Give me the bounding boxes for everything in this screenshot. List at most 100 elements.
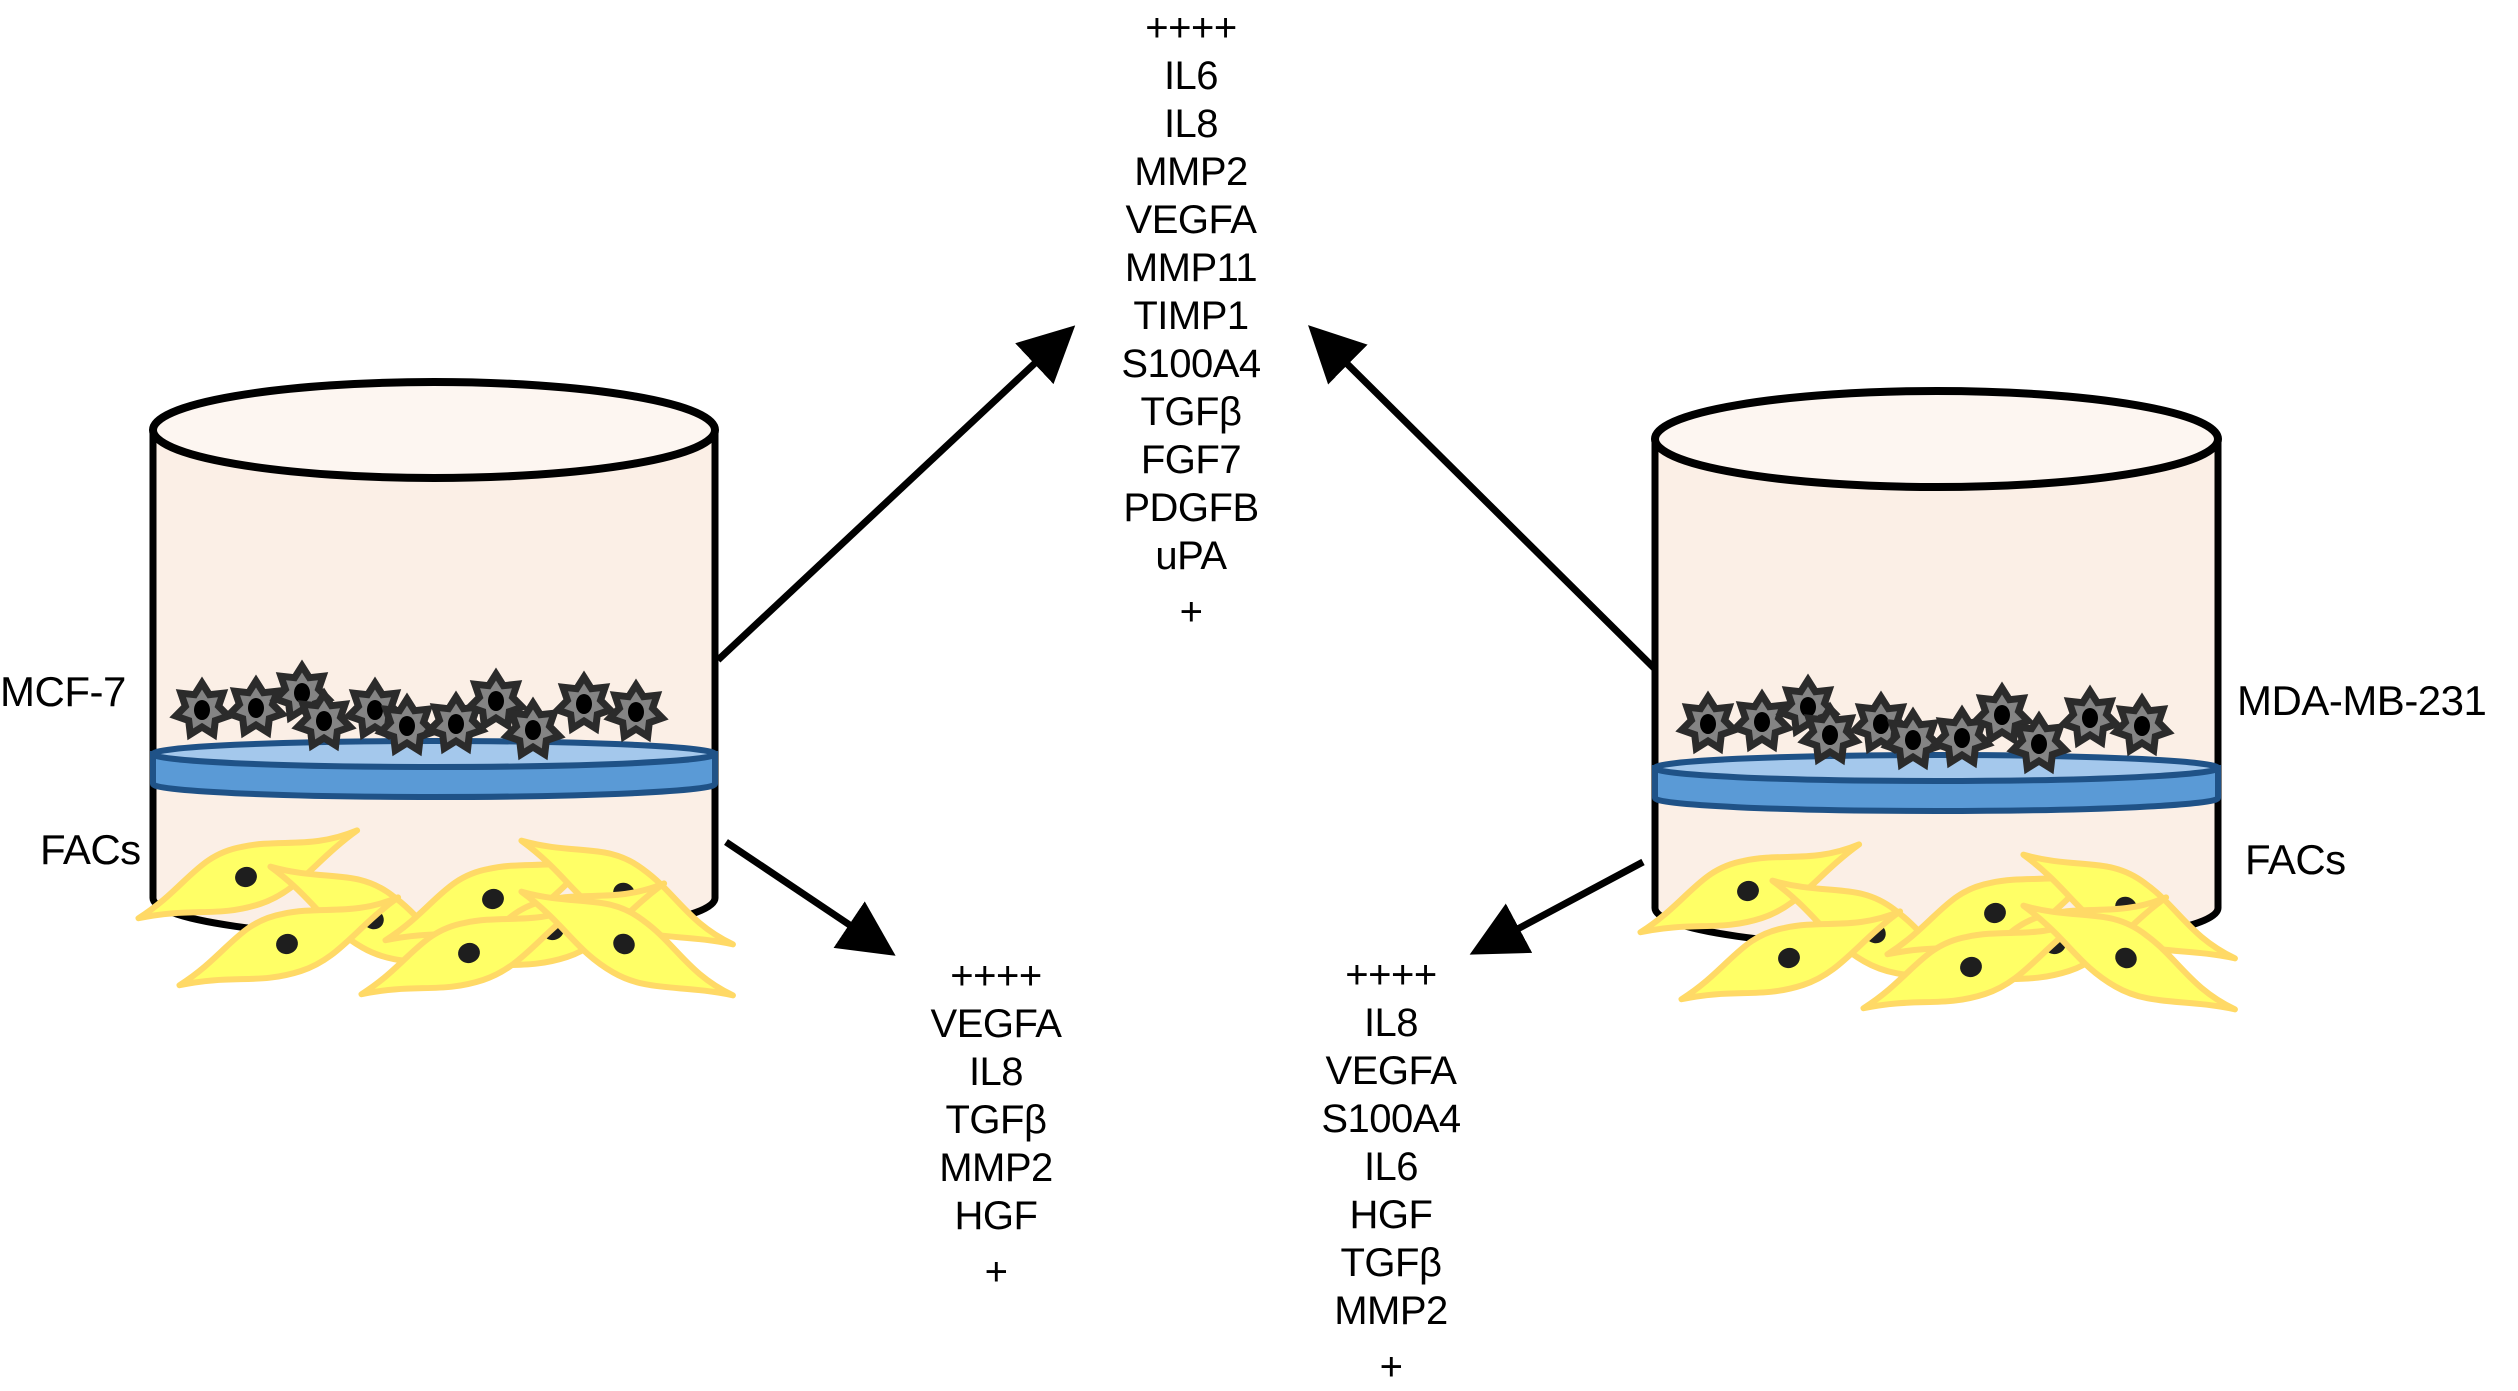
cancer-cell-icon xyxy=(603,678,669,743)
cancer-cell-icon xyxy=(1797,701,1863,766)
stromal-label-facs-left: FACs xyxy=(40,826,141,873)
cancer-cell-layer xyxy=(169,659,669,761)
fibroblast-icon xyxy=(1678,908,1904,1003)
gene-list-footer: + xyxy=(984,1250,1008,1294)
cancer-cell-icon xyxy=(291,687,357,752)
cancer-cell-icon xyxy=(1729,688,1795,753)
nucleus xyxy=(1754,712,1770,732)
gene-item: TGFβ xyxy=(1140,390,1243,434)
cancer-cell-icon xyxy=(1880,706,1946,771)
fibroblast-icon xyxy=(518,888,736,999)
gene-item: TGFβ xyxy=(945,1098,1048,1142)
gene-list-header: ++++ xyxy=(1145,6,1237,50)
gene-item: VEGFA xyxy=(930,1002,1062,1046)
nucleus xyxy=(1960,956,1982,978)
nucleus xyxy=(2134,716,2150,736)
gene-item: IL8 xyxy=(1363,1001,1419,1045)
nucleus xyxy=(367,700,383,720)
nucleus xyxy=(316,711,332,731)
gene-item: S100A4 xyxy=(1121,342,1261,386)
cancer-cell-icon xyxy=(374,692,440,757)
cancer-cell-icon xyxy=(2109,692,2175,757)
culture-well-icon-mcf7 xyxy=(135,378,736,999)
nucleus xyxy=(488,691,504,711)
gene-item: MMP11 xyxy=(1124,246,1258,290)
gene-item: PDGFB xyxy=(1123,486,1259,530)
arrow-icon-facs-mcf7-to-secretome xyxy=(724,839,896,956)
nucleus xyxy=(448,714,464,734)
culture-well-icon-mdamb231 xyxy=(1637,387,2238,1013)
nucleus xyxy=(276,933,298,955)
well-top-rim xyxy=(149,378,719,482)
nucleus xyxy=(1778,947,1800,969)
cancer-cell-icon xyxy=(2057,684,2123,749)
arrow-icon-mdamb231-to-secretome xyxy=(1308,325,1657,671)
nucleus xyxy=(1700,714,1716,734)
fibroblast-icon xyxy=(1637,841,1863,936)
stromal-label-facs-right: FACs xyxy=(2245,836,2346,883)
gene-item: IL6 xyxy=(1163,54,1219,98)
gene-item: MMP2 xyxy=(1134,150,1248,194)
cancer-cell-icon xyxy=(2006,710,2072,775)
nucleus xyxy=(2115,947,2137,969)
gene-item: VEGFA xyxy=(1325,1049,1457,1093)
arrow-icon-facs-mdamb231-to-secretome xyxy=(1469,858,1645,955)
nucleus xyxy=(2031,734,2047,754)
gene-list-footer: + xyxy=(1179,590,1203,634)
nucleus xyxy=(576,694,592,714)
gene-list-header: ++++ xyxy=(1345,953,1437,997)
nucleus xyxy=(458,942,480,964)
nucleus xyxy=(194,700,210,720)
cancer-cell-icon xyxy=(169,676,235,741)
gene-item: IL8 xyxy=(968,1050,1024,1094)
gene-list-footer: + xyxy=(1379,1345,1403,1389)
transwell-membrane-icon xyxy=(150,738,718,800)
nucleus xyxy=(613,933,635,955)
nucleus xyxy=(482,888,504,910)
nucleus xyxy=(525,720,541,740)
nucleus xyxy=(2082,708,2098,728)
cancer-cell-icon xyxy=(500,696,566,761)
fibroblast-layer xyxy=(1637,841,2238,1013)
nucleus xyxy=(1905,730,1921,750)
gene-item: FGF7 xyxy=(1140,438,1242,482)
gene-item: HGF xyxy=(1349,1193,1433,1237)
cell-line-label-mdamb231: MDA-MB-231 xyxy=(2237,677,2487,724)
gene-item: HGF xyxy=(954,1194,1038,1238)
fibroblast-layer xyxy=(135,827,736,999)
gene-item: MMP2 xyxy=(939,1146,1053,1190)
nucleus xyxy=(1994,705,2010,725)
gene-list-header: ++++ xyxy=(950,954,1042,998)
nucleus xyxy=(399,716,415,736)
gene-item: uPA xyxy=(1155,534,1227,578)
gene-item: IL8 xyxy=(1163,102,1219,146)
cell-line-label-mcf7: MCF-7 xyxy=(0,668,126,715)
fibroblast-icon xyxy=(176,894,402,989)
nucleus xyxy=(1954,728,1970,748)
fibroblast-icon xyxy=(2020,902,2238,1013)
cancer-cell-layer xyxy=(1675,673,2175,775)
nucleus xyxy=(1873,714,1889,734)
transwell-membrane-icon xyxy=(1652,752,2221,814)
nucleus xyxy=(1822,725,1838,745)
arrow-icon-mcf7-to-secretome xyxy=(715,325,1076,663)
nucleus xyxy=(248,698,264,718)
well-top-rim xyxy=(1651,387,2222,491)
gene-item: VEGFA xyxy=(1125,198,1257,242)
gene-item: S100A4 xyxy=(1321,1097,1461,1141)
gene-item: TIMP1 xyxy=(1133,294,1249,338)
cancer-cell-icon xyxy=(551,670,617,735)
nucleus xyxy=(1737,880,1759,902)
nucleus xyxy=(628,702,644,722)
nucleus xyxy=(235,866,257,888)
gene-item: IL6 xyxy=(1363,1145,1419,1189)
gene-item: TGFβ xyxy=(1340,1241,1443,1285)
nucleus xyxy=(294,683,310,703)
cancer-cell-icon xyxy=(1675,690,1741,755)
gene-item: MMP2 xyxy=(1334,1289,1448,1333)
nucleus xyxy=(1800,697,1816,717)
